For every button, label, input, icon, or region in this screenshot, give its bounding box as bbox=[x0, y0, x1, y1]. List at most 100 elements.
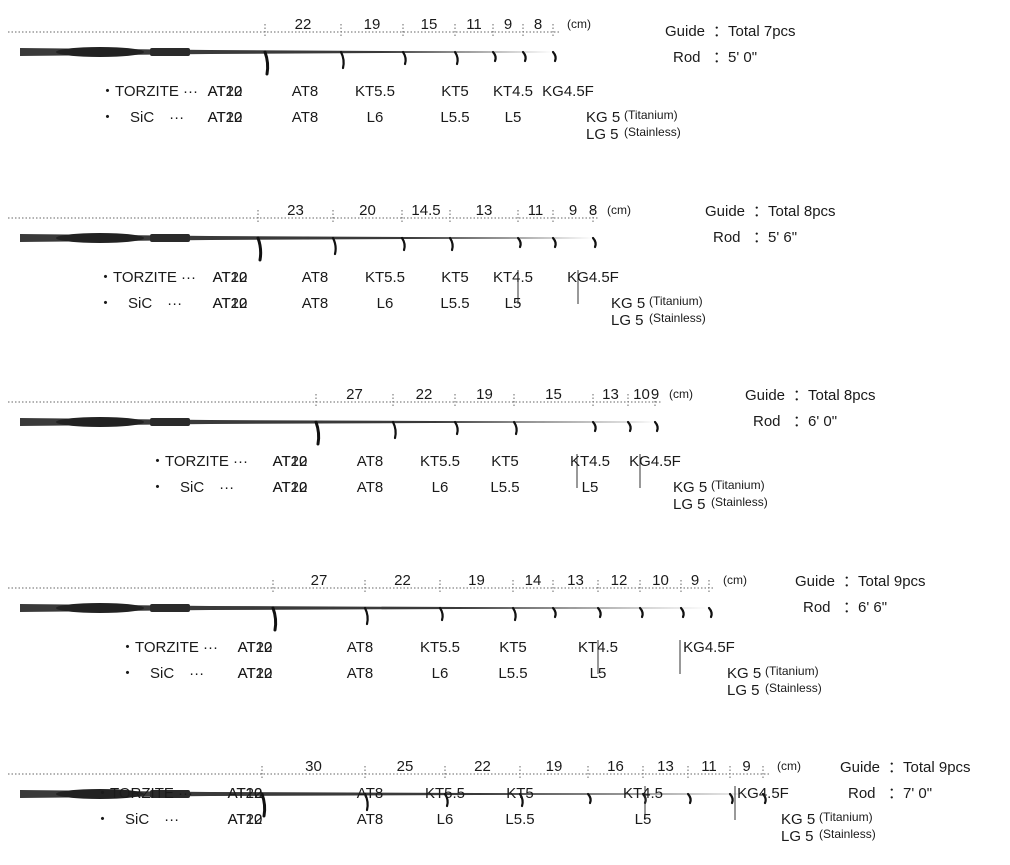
torzite-guide-4: KT5 bbox=[491, 453, 519, 470]
kg-titanium: KG 5 bbox=[727, 665, 761, 682]
distance-label: 8 bbox=[589, 202, 597, 219]
torzite-guide-5: KT4.5 bbox=[493, 269, 533, 286]
sic-guide-3: L6 bbox=[432, 479, 449, 496]
guide-mark bbox=[761, 792, 767, 805]
guide-label: Guide bbox=[705, 203, 745, 220]
rod-row-5 bbox=[8, 766, 769, 820]
guide-total: ：Total 7pcs bbox=[713, 23, 796, 40]
reel-seat bbox=[150, 790, 190, 798]
cm-unit-label: (cm) bbox=[567, 17, 591, 31]
rod-row-4 bbox=[8, 580, 715, 674]
distance-label: 22 bbox=[474, 758, 491, 775]
reel-seat bbox=[150, 604, 190, 612]
stainless-note: (Stainless) bbox=[649, 311, 706, 325]
group-bracket bbox=[644, 786, 736, 820]
distance-label: 11 bbox=[466, 16, 482, 33]
sic-guide-3: L6 bbox=[432, 665, 449, 682]
distance-label: 25 bbox=[397, 758, 414, 775]
rod-grip bbox=[56, 417, 144, 427]
rod-row-1 bbox=[8, 24, 559, 76]
titanium-note: (Titanium) bbox=[649, 294, 703, 308]
rod-length: ：6' 6" bbox=[843, 599, 887, 616]
distance-label: 10 bbox=[652, 572, 669, 589]
sic-label: ・ SiC ··· bbox=[95, 811, 179, 828]
sic-guide-5: L5 bbox=[590, 665, 607, 682]
guide-label: Guide bbox=[840, 759, 880, 776]
lg-stainless: LG 5 bbox=[611, 312, 644, 329]
torzite-guide-5: KT4.5 bbox=[578, 639, 618, 656]
distance-label: 15 bbox=[421, 16, 438, 33]
group-bracket bbox=[576, 454, 641, 488]
distance-label: 9 bbox=[651, 386, 659, 403]
stainless-note: (Stainless) bbox=[765, 681, 822, 695]
torzite-label: ・TORZITE ··· bbox=[120, 639, 218, 656]
sic-guide-1: AT12 bbox=[213, 295, 248, 312]
lg-stainless: LG 5 bbox=[673, 496, 706, 513]
rod-row-2 bbox=[8, 210, 599, 304]
distance-label: 14 bbox=[525, 572, 542, 589]
guide-mark bbox=[314, 420, 321, 446]
rod-row-3 bbox=[8, 394, 661, 488]
rod-length: ：6' 0" bbox=[793, 413, 837, 430]
guide-total: ：Total 8pcs bbox=[793, 387, 876, 404]
guide-mark bbox=[443, 792, 449, 808]
guide-mark bbox=[391, 420, 397, 440]
guide-mark bbox=[453, 420, 459, 436]
sic-guide-0: AT20 bbox=[238, 665, 273, 682]
distance-label: 22 bbox=[416, 386, 433, 403]
torzite-label: ・TORZITE ··· bbox=[150, 453, 248, 470]
torzite-label: ・TORZITE ··· bbox=[100, 83, 198, 100]
guide-mark bbox=[271, 606, 278, 632]
rod-grip bbox=[56, 47, 144, 57]
reel-seat bbox=[150, 234, 190, 242]
sic-guide-0: AT20 bbox=[228, 811, 263, 828]
distance-label: 23 bbox=[287, 202, 304, 219]
torzite-guide-0: AT20 bbox=[238, 639, 273, 656]
kg-titanium: KG 5 bbox=[586, 109, 620, 126]
rod-grip bbox=[56, 789, 144, 799]
distance-label: 19 bbox=[364, 16, 381, 33]
torzite-guide-0: AT20 bbox=[228, 785, 263, 802]
guide-mark bbox=[491, 50, 497, 63]
guide-mark bbox=[551, 606, 557, 619]
guide-mark bbox=[638, 606, 644, 619]
distance-label: 9 bbox=[569, 202, 577, 219]
distance-label: 13 bbox=[657, 758, 674, 775]
rod-label: Rod bbox=[713, 229, 741, 246]
torzite-guide-6: KG4.5F bbox=[629, 453, 681, 470]
distance-label: 19 bbox=[468, 572, 485, 589]
guide-mark bbox=[453, 50, 459, 66]
sic-guide-2: AT8 bbox=[347, 665, 373, 682]
distance-label: 19 bbox=[546, 758, 563, 775]
distance-label: 27 bbox=[346, 386, 363, 403]
torzite-guide-6: KG4.5F bbox=[737, 785, 789, 802]
sic-guide-2: AT8 bbox=[357, 479, 383, 496]
kg-titanium: KG 5 bbox=[781, 811, 815, 828]
distance-label: 13 bbox=[476, 202, 493, 219]
group-bracket bbox=[517, 270, 579, 304]
distance-label: 19 bbox=[476, 386, 493, 403]
guide-mark bbox=[653, 420, 659, 433]
stainless-note: (Stainless) bbox=[819, 827, 876, 841]
guide-mark bbox=[438, 606, 444, 622]
sic-guide-4: L5.5 bbox=[440, 109, 469, 126]
sic-guide-5: L5 bbox=[505, 295, 522, 312]
guide-mark bbox=[679, 606, 685, 619]
group-bracket bbox=[597, 640, 681, 674]
torzite-guide-4: KT5 bbox=[441, 269, 469, 286]
sic-guide-0: AT20 bbox=[208, 109, 243, 126]
cm-unit-label: (cm) bbox=[669, 387, 693, 401]
distance-label: 9 bbox=[504, 16, 512, 33]
guide-mark bbox=[331, 236, 337, 256]
distance-label: 27 bbox=[311, 572, 328, 589]
sic-guide-5: L5 bbox=[635, 811, 652, 828]
guide-mark bbox=[401, 50, 407, 66]
torzite-guide-3: KT5.5 bbox=[420, 639, 460, 656]
titanium-note: (Titanium) bbox=[819, 810, 873, 824]
torzite-guide-1: AT12 bbox=[238, 639, 273, 656]
torzite-guide-0: AT20 bbox=[213, 269, 248, 286]
torzite-label: ・TORZITE ··· bbox=[95, 785, 193, 802]
torzite-guide-3: KT5.5 bbox=[420, 453, 460, 470]
distance-label: 11 bbox=[701, 758, 717, 775]
guide-mark bbox=[516, 236, 522, 249]
